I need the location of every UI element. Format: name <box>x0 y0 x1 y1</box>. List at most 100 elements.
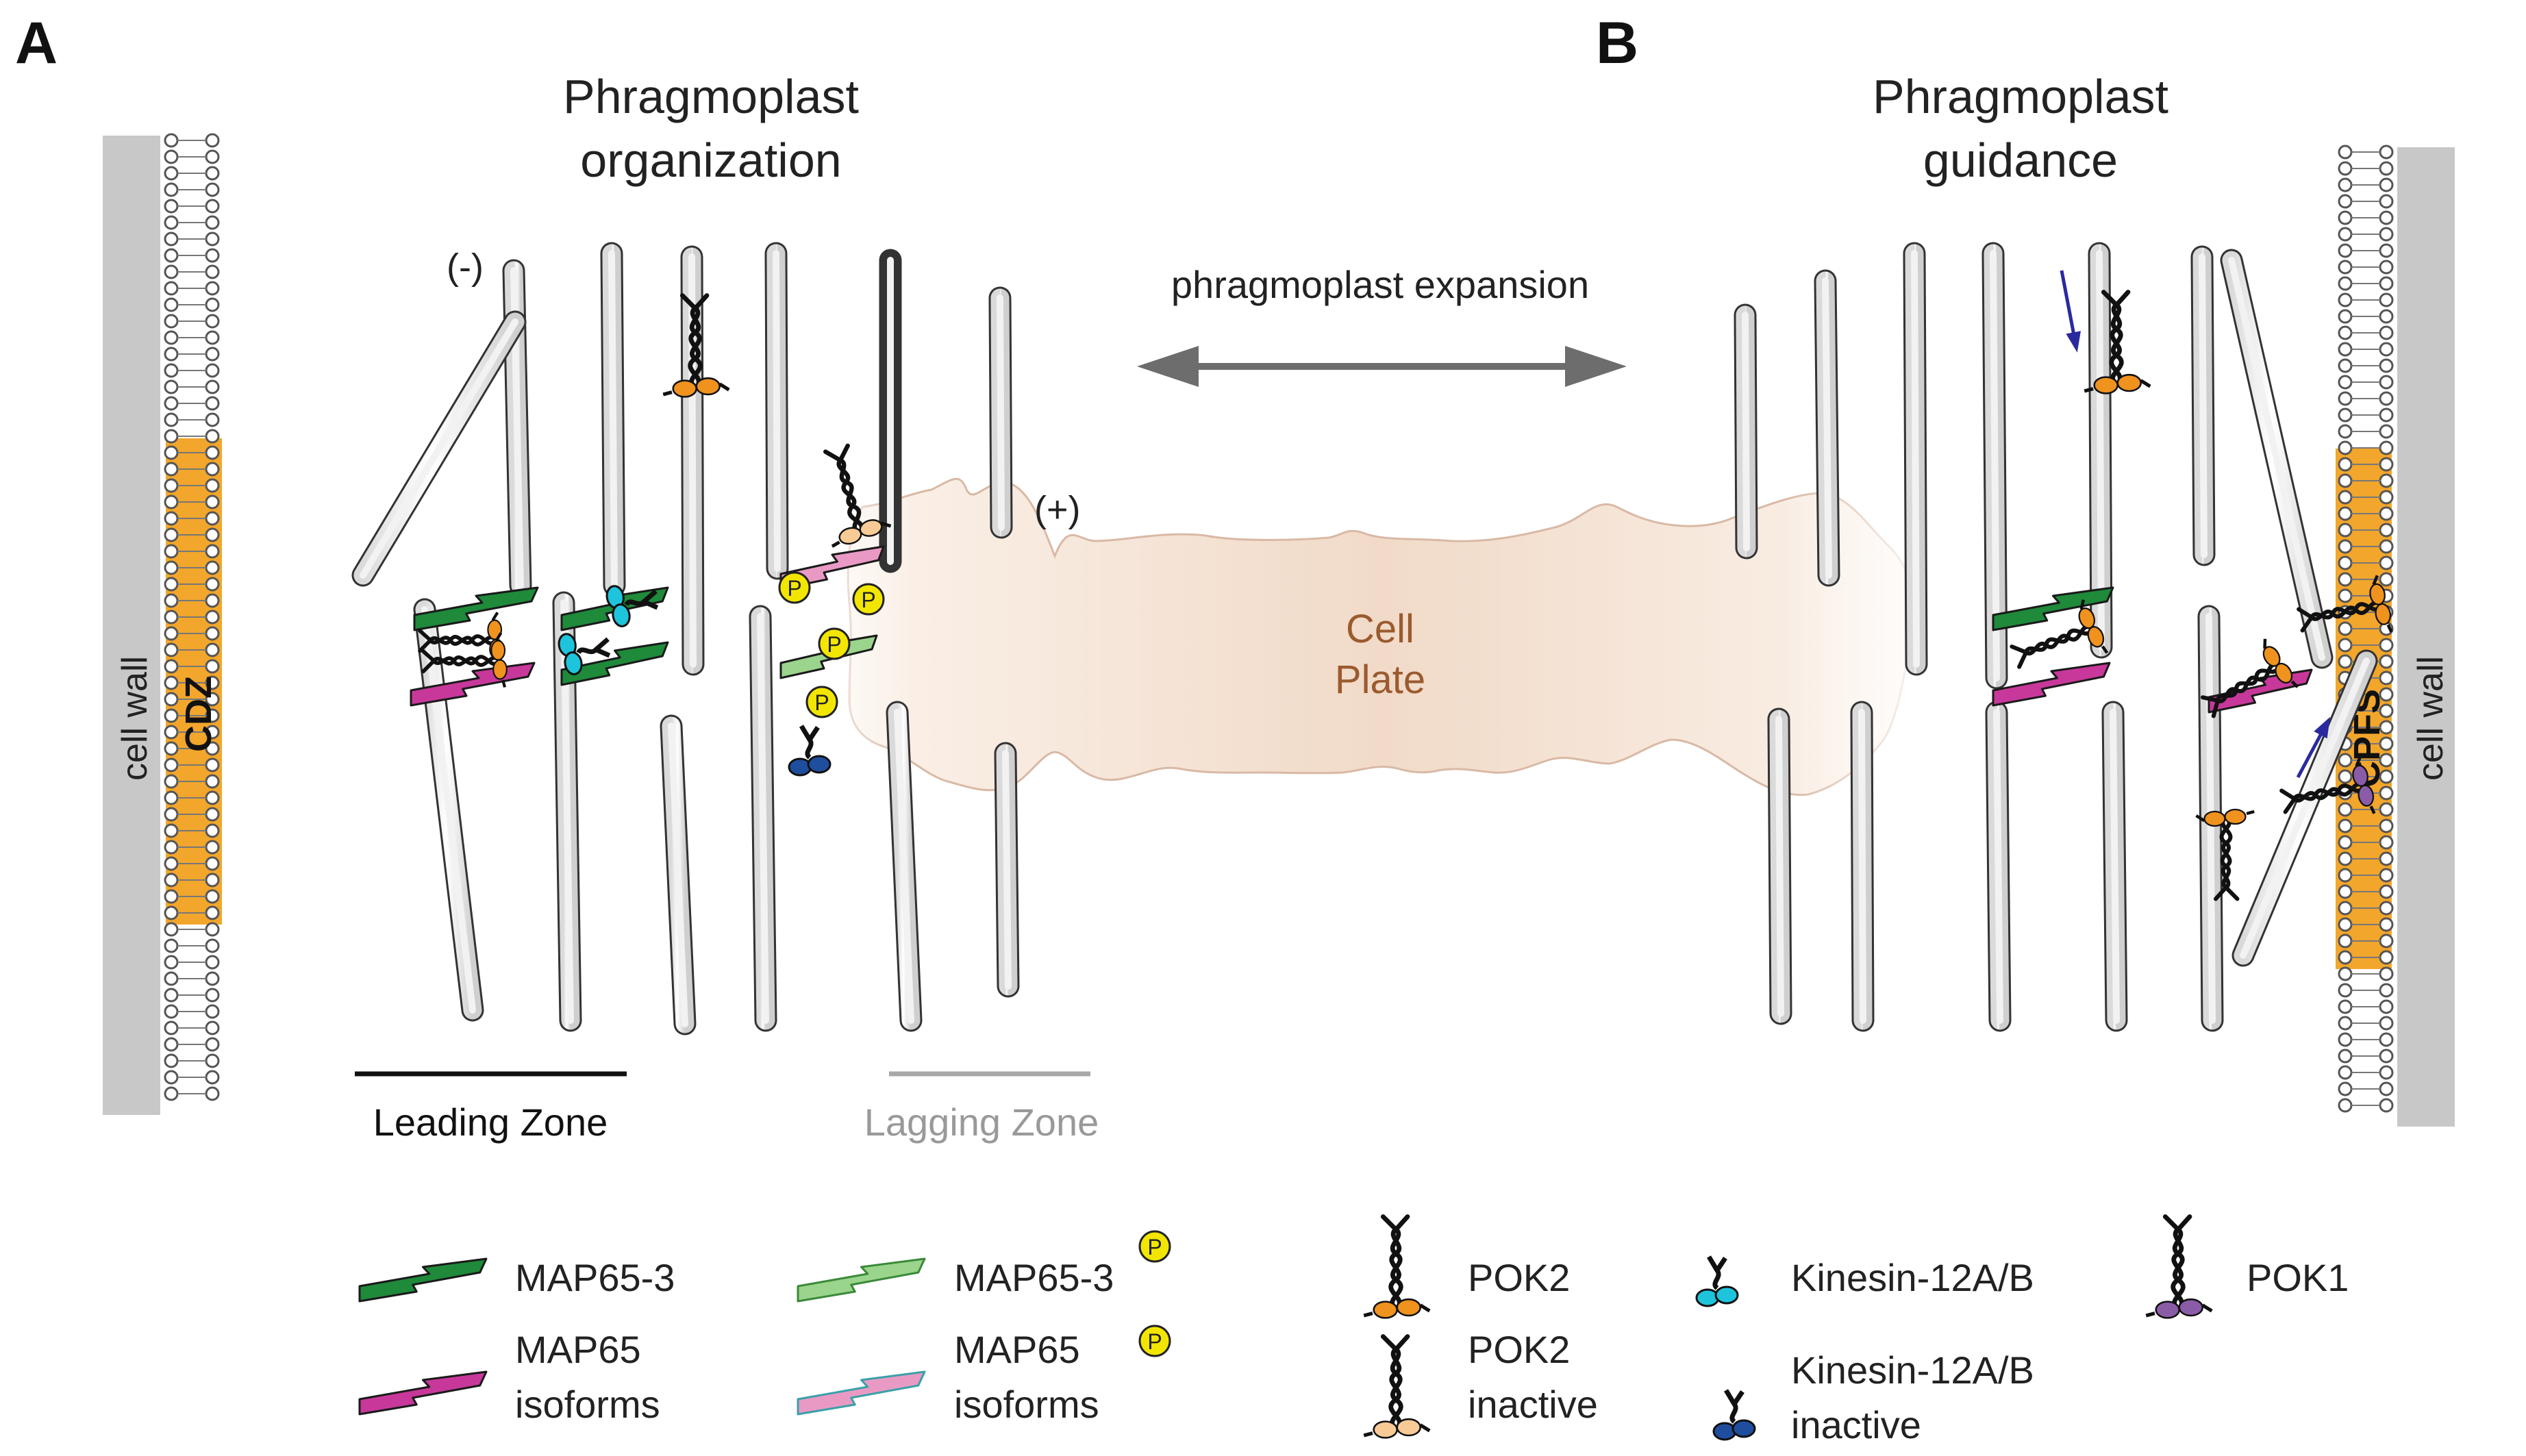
lipid-head <box>2379 1049 2394 1064</box>
lipid-head <box>2379 309 2394 324</box>
lipid-head <box>2338 276 2353 291</box>
lipid-head <box>2379 933 2394 949</box>
lipid-head <box>164 544 179 559</box>
kin12-inactive-a <box>788 725 831 777</box>
lipid-head <box>164 922 179 937</box>
lipid-head <box>205 577 220 592</box>
lipid-head <box>164 988 179 1003</box>
svg-text:P: P <box>861 588 875 612</box>
lipid-head <box>2379 555 2394 570</box>
lipid-head <box>2338 506 2353 521</box>
pok1-b <box>2279 756 2376 814</box>
lipid-head <box>205 281 220 296</box>
lipid-head <box>2338 555 2353 570</box>
lipid-head <box>2379 227 2394 242</box>
lipid-head <box>205 560 220 575</box>
lipid-head <box>2338 818 2353 833</box>
phosphate-badge: P <box>852 583 885 616</box>
lipid-head <box>2338 966 2353 981</box>
map65-bundle-leading-1 <box>410 586 539 707</box>
lipid-head <box>2379 407 2394 423</box>
right-wall-label: cell wall <box>2411 656 2451 781</box>
lipid-head <box>205 873 220 888</box>
right-membrane: CPFS <box>2336 145 2394 1113</box>
lipid-head <box>2379 884 2394 899</box>
lipid-head <box>2379 572 2394 587</box>
lipid-head <box>2379 325 2394 340</box>
phosphate-badge: P <box>818 627 851 660</box>
lipid-head <box>2379 1081 2394 1096</box>
lipid-head <box>2338 1065 2353 1080</box>
microtubule <box>994 742 1020 998</box>
lipid-head <box>2338 572 2353 587</box>
legend-map65-iso-label-1: MAP65 <box>515 1328 641 1371</box>
lagging-zone-label: Lagging Zone <box>864 1101 1099 1144</box>
lipid-head <box>2338 473 2353 488</box>
lipid-head <box>205 166 220 181</box>
panel-a-title-line1: Phragmoplast <box>563 70 859 123</box>
map65-bundle-leading-2 <box>558 585 669 686</box>
lipid-head <box>2379 999 2394 1014</box>
lipid-head <box>164 412 179 427</box>
lipid-head <box>2338 983 2353 998</box>
lipid-head <box>205 462 220 477</box>
legend-kin12-label: Kinesin-12A/B <box>1791 1256 2034 1299</box>
lipid-head <box>164 133 179 148</box>
lipid-head <box>2338 638 2353 653</box>
phosphate-badge: P <box>1138 1230 1171 1263</box>
lipid-head <box>164 314 179 329</box>
lipid-head <box>2338 440 2353 455</box>
lipid-head <box>205 231 220 247</box>
lipid-head <box>2379 342 2394 357</box>
lipid-head <box>2379 276 2394 291</box>
lipid-head <box>205 610 220 625</box>
minus-end-label: (-) <box>447 247 484 288</box>
lipid-head <box>2338 260 2353 275</box>
lipid-head <box>2379 901 2394 916</box>
panel-b-title-line2: guidance <box>1923 134 2118 187</box>
lipid-head <box>2338 358 2353 373</box>
microtubule <box>764 242 789 580</box>
microtubule <box>1981 242 2008 690</box>
lipid-head <box>164 1070 179 1085</box>
lipid-head <box>2379 523 2394 538</box>
cell-plate-label-line2: Plate <box>1335 657 1425 702</box>
leading-zone-label: Leading Zone <box>373 1101 608 1144</box>
lipid-head <box>164 774 179 789</box>
microtubule <box>886 701 923 1032</box>
lipid-head <box>164 363 179 378</box>
legend-pok2-inactive-glyph <box>1363 1334 1431 1439</box>
lipid-head <box>205 1070 220 1085</box>
lipid-head <box>205 363 220 378</box>
lipid-head <box>2338 210 2353 225</box>
microtubule <box>1734 303 1758 560</box>
lipid-head <box>2338 1032 2353 1047</box>
lagging-zone: Lagging Zone <box>864 1071 1099 1144</box>
lipid-head <box>2379 966 2394 981</box>
lipid-head <box>2379 490 2394 505</box>
lipid-head <box>2338 1016 2353 1031</box>
svg-text:P: P <box>787 576 801 601</box>
lipid-head <box>205 988 220 1003</box>
lipid-head <box>2338 1049 2353 1064</box>
lipid-head <box>164 297 179 312</box>
lipid-head <box>2338 457 2353 472</box>
legend-kin12-inactive-label-2: inactive <box>1791 1403 1921 1446</box>
lipid-head <box>164 938 179 953</box>
lipid-head <box>205 412 220 427</box>
lipid-head <box>164 971 179 986</box>
lipid-head <box>205 429 220 444</box>
lipid-head <box>205 544 220 559</box>
lipid-head <box>205 593 220 608</box>
lipid-head <box>205 659 220 674</box>
lipid-head <box>2338 424 2353 439</box>
lipid-head <box>205 314 220 329</box>
lipid-head <box>164 182 179 197</box>
blue-arrow-up <box>2296 716 2331 779</box>
svg-text:P: P <box>827 632 841 657</box>
lipid-head <box>164 166 179 181</box>
legend-map65-3-glyph <box>358 1257 488 1303</box>
lipid-head <box>2338 391 2353 406</box>
microtubule <box>988 286 1013 539</box>
